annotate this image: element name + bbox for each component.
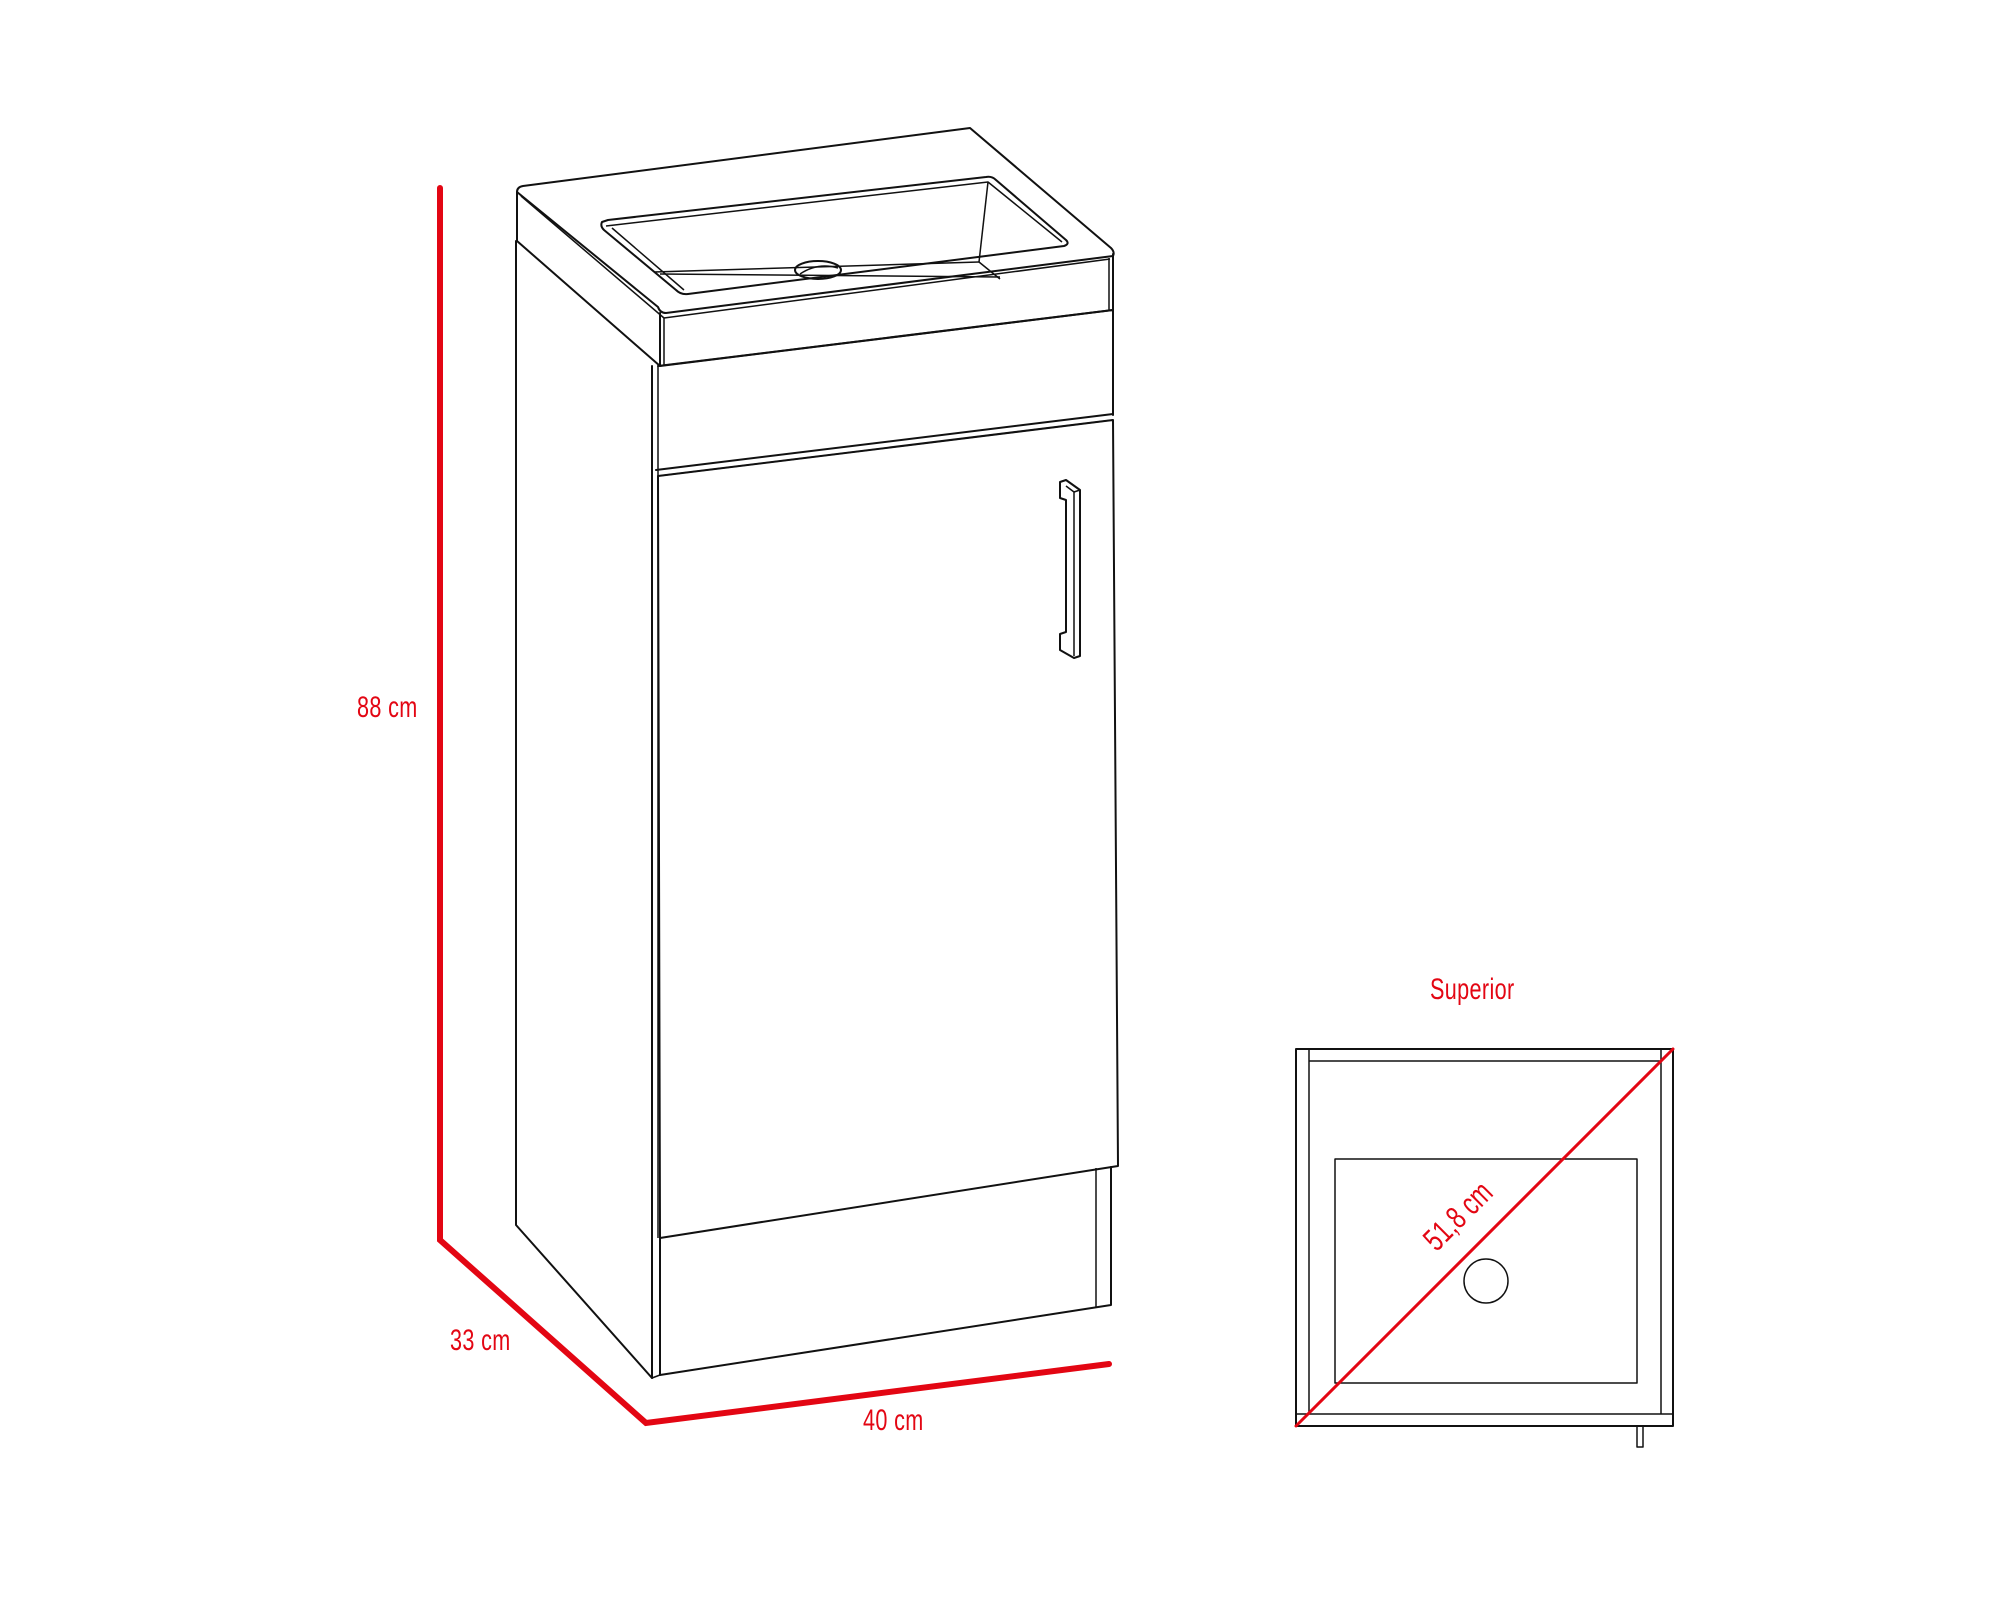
sink-basin <box>600 175 1069 296</box>
cabinet-door <box>657 419 1119 1239</box>
cabinet-side-panel <box>515 240 653 1379</box>
drain-hole <box>794 260 842 280</box>
cabinet-drawing <box>515 127 1119 1379</box>
door-handle <box>1059 479 1081 659</box>
top-view-drain <box>1463 1258 1509 1304</box>
depth-label: 33 cm <box>450 1324 511 1357</box>
width-label: 40 cm <box>863 1404 924 1437</box>
height-dimension-line <box>437 185 1112 1427</box>
apron-bottom-line <box>655 413 1114 471</box>
diagonal-dimension-line <box>1294 1047 1675 1428</box>
top-view-outline <box>1295 1048 1674 1427</box>
top-view-handle <box>1636 1425 1644 1448</box>
dimension-lines <box>437 185 1112 1427</box>
top-view-sink <box>1334 1158 1638 1384</box>
top-view-title: Superior <box>1430 973 1515 1006</box>
height-label: 88 cm <box>357 691 418 724</box>
cabinet-plinth <box>659 1166 1112 1376</box>
countertop-top-surface <box>516 127 1115 314</box>
countertop-side-face <box>516 191 661 367</box>
top-view-drawing <box>1294 1047 1675 1448</box>
apron-panel <box>657 309 1114 416</box>
